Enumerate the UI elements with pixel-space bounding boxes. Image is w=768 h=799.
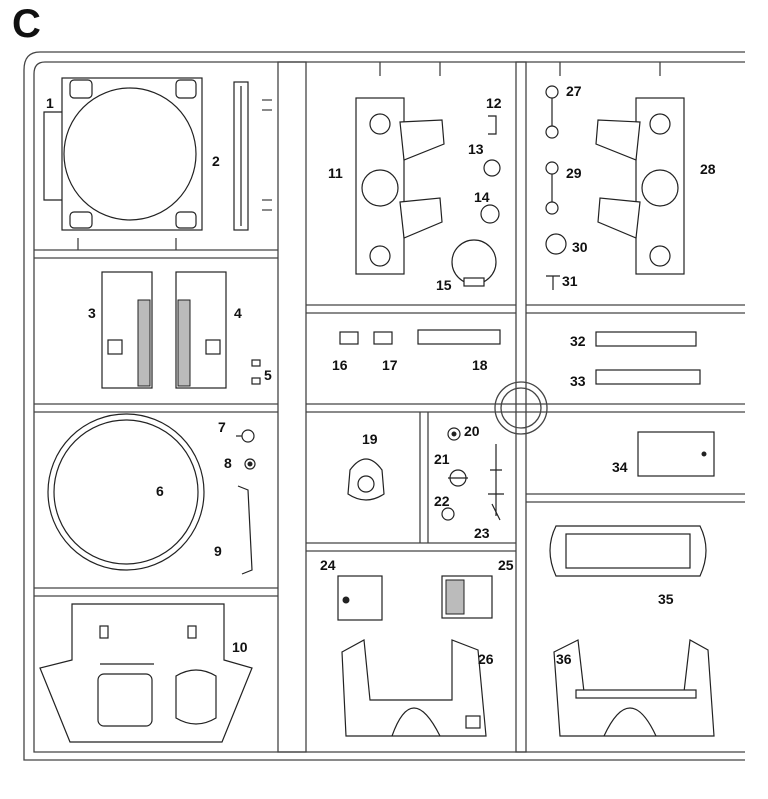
sprue-frame xyxy=(23,51,745,761)
part-28-suspension xyxy=(595,97,685,275)
part-4-radiator xyxy=(175,271,227,389)
part-8-washer xyxy=(244,458,256,470)
part-number-13: 13 xyxy=(468,141,484,157)
part-27-arm xyxy=(545,85,559,139)
part-6-ring xyxy=(47,413,205,571)
part-31-bolt xyxy=(546,275,560,290)
part-number-14: 14 xyxy=(474,189,490,205)
part-25-block xyxy=(441,575,493,619)
part-number-21: 21 xyxy=(434,451,450,467)
part-number-32: 32 xyxy=(570,333,586,349)
part-14-disc xyxy=(480,204,500,224)
part-17-block xyxy=(373,331,393,345)
part-number-25: 25 xyxy=(498,557,514,573)
part-number-18: 18 xyxy=(472,357,488,373)
part-number-17: 17 xyxy=(382,357,398,373)
part-number-4: 4 xyxy=(234,305,242,321)
part-10-front-plate xyxy=(39,603,253,743)
part-number-34: 34 xyxy=(612,459,628,475)
part-number-26: 26 xyxy=(478,651,494,667)
part-11-suspension xyxy=(355,97,445,275)
part-number-22: 22 xyxy=(434,493,450,509)
part-number-1: 1 xyxy=(46,95,54,111)
part-number-5: 5 xyxy=(264,367,272,383)
part-20-washer xyxy=(447,427,461,441)
part-number-29: 29 xyxy=(566,165,582,181)
part-number-11: 11 xyxy=(328,165,343,181)
part-number-33: 33 xyxy=(570,373,586,389)
part-22-disc xyxy=(441,507,455,521)
part-number-3: 3 xyxy=(88,305,96,321)
part-number-20: 20 xyxy=(464,423,480,439)
sprue-letter: C xyxy=(12,2,41,46)
part-33-bar xyxy=(595,369,701,385)
part-number-36: 36 xyxy=(556,651,572,667)
part-number-12: 12 xyxy=(486,95,502,111)
part-18-bar xyxy=(417,329,501,345)
part-3-radiator xyxy=(101,271,153,389)
part-29-arm xyxy=(545,161,559,215)
part-number-28: 28 xyxy=(700,161,716,177)
part-number-10: 10 xyxy=(232,639,248,655)
part-number-31: 31 xyxy=(562,273,578,289)
part-23-mg xyxy=(488,444,504,521)
part-32-bar xyxy=(595,331,697,347)
part-5-clips xyxy=(251,359,261,385)
part-number-8: 8 xyxy=(224,455,232,471)
part-30-disc xyxy=(545,233,567,255)
part-9-handle xyxy=(237,485,253,575)
part-number-30: 30 xyxy=(572,239,588,255)
part-number-23: 23 xyxy=(474,525,490,541)
part-34-plate xyxy=(637,431,715,477)
part-19-mount xyxy=(347,458,385,501)
part-number-35: 35 xyxy=(658,591,674,607)
part-35-box xyxy=(549,525,707,577)
part-36-hull-side xyxy=(553,639,715,737)
part-number-6: 6 xyxy=(156,483,164,499)
part-number-7: 7 xyxy=(218,419,226,435)
part-16-block xyxy=(339,331,359,345)
part-12-bracket xyxy=(488,115,497,135)
part-number-9: 9 xyxy=(214,543,222,559)
part-2-strip xyxy=(233,81,249,231)
part-7-knob xyxy=(236,429,255,443)
part-1-ring-plate xyxy=(43,77,203,231)
part-number-24: 24 xyxy=(320,557,336,573)
part-number-2: 2 xyxy=(212,153,220,169)
part-number-15: 15 xyxy=(436,277,452,293)
part-21-fitting xyxy=(448,469,468,487)
part-24-block xyxy=(337,575,383,621)
part-13-disc xyxy=(483,159,501,177)
part-number-16: 16 xyxy=(332,357,348,373)
part-number-19: 19 xyxy=(362,431,378,447)
part-26-hull-side xyxy=(341,639,487,737)
part-number-27: 27 xyxy=(566,83,582,99)
part-15-hatch xyxy=(451,239,497,287)
